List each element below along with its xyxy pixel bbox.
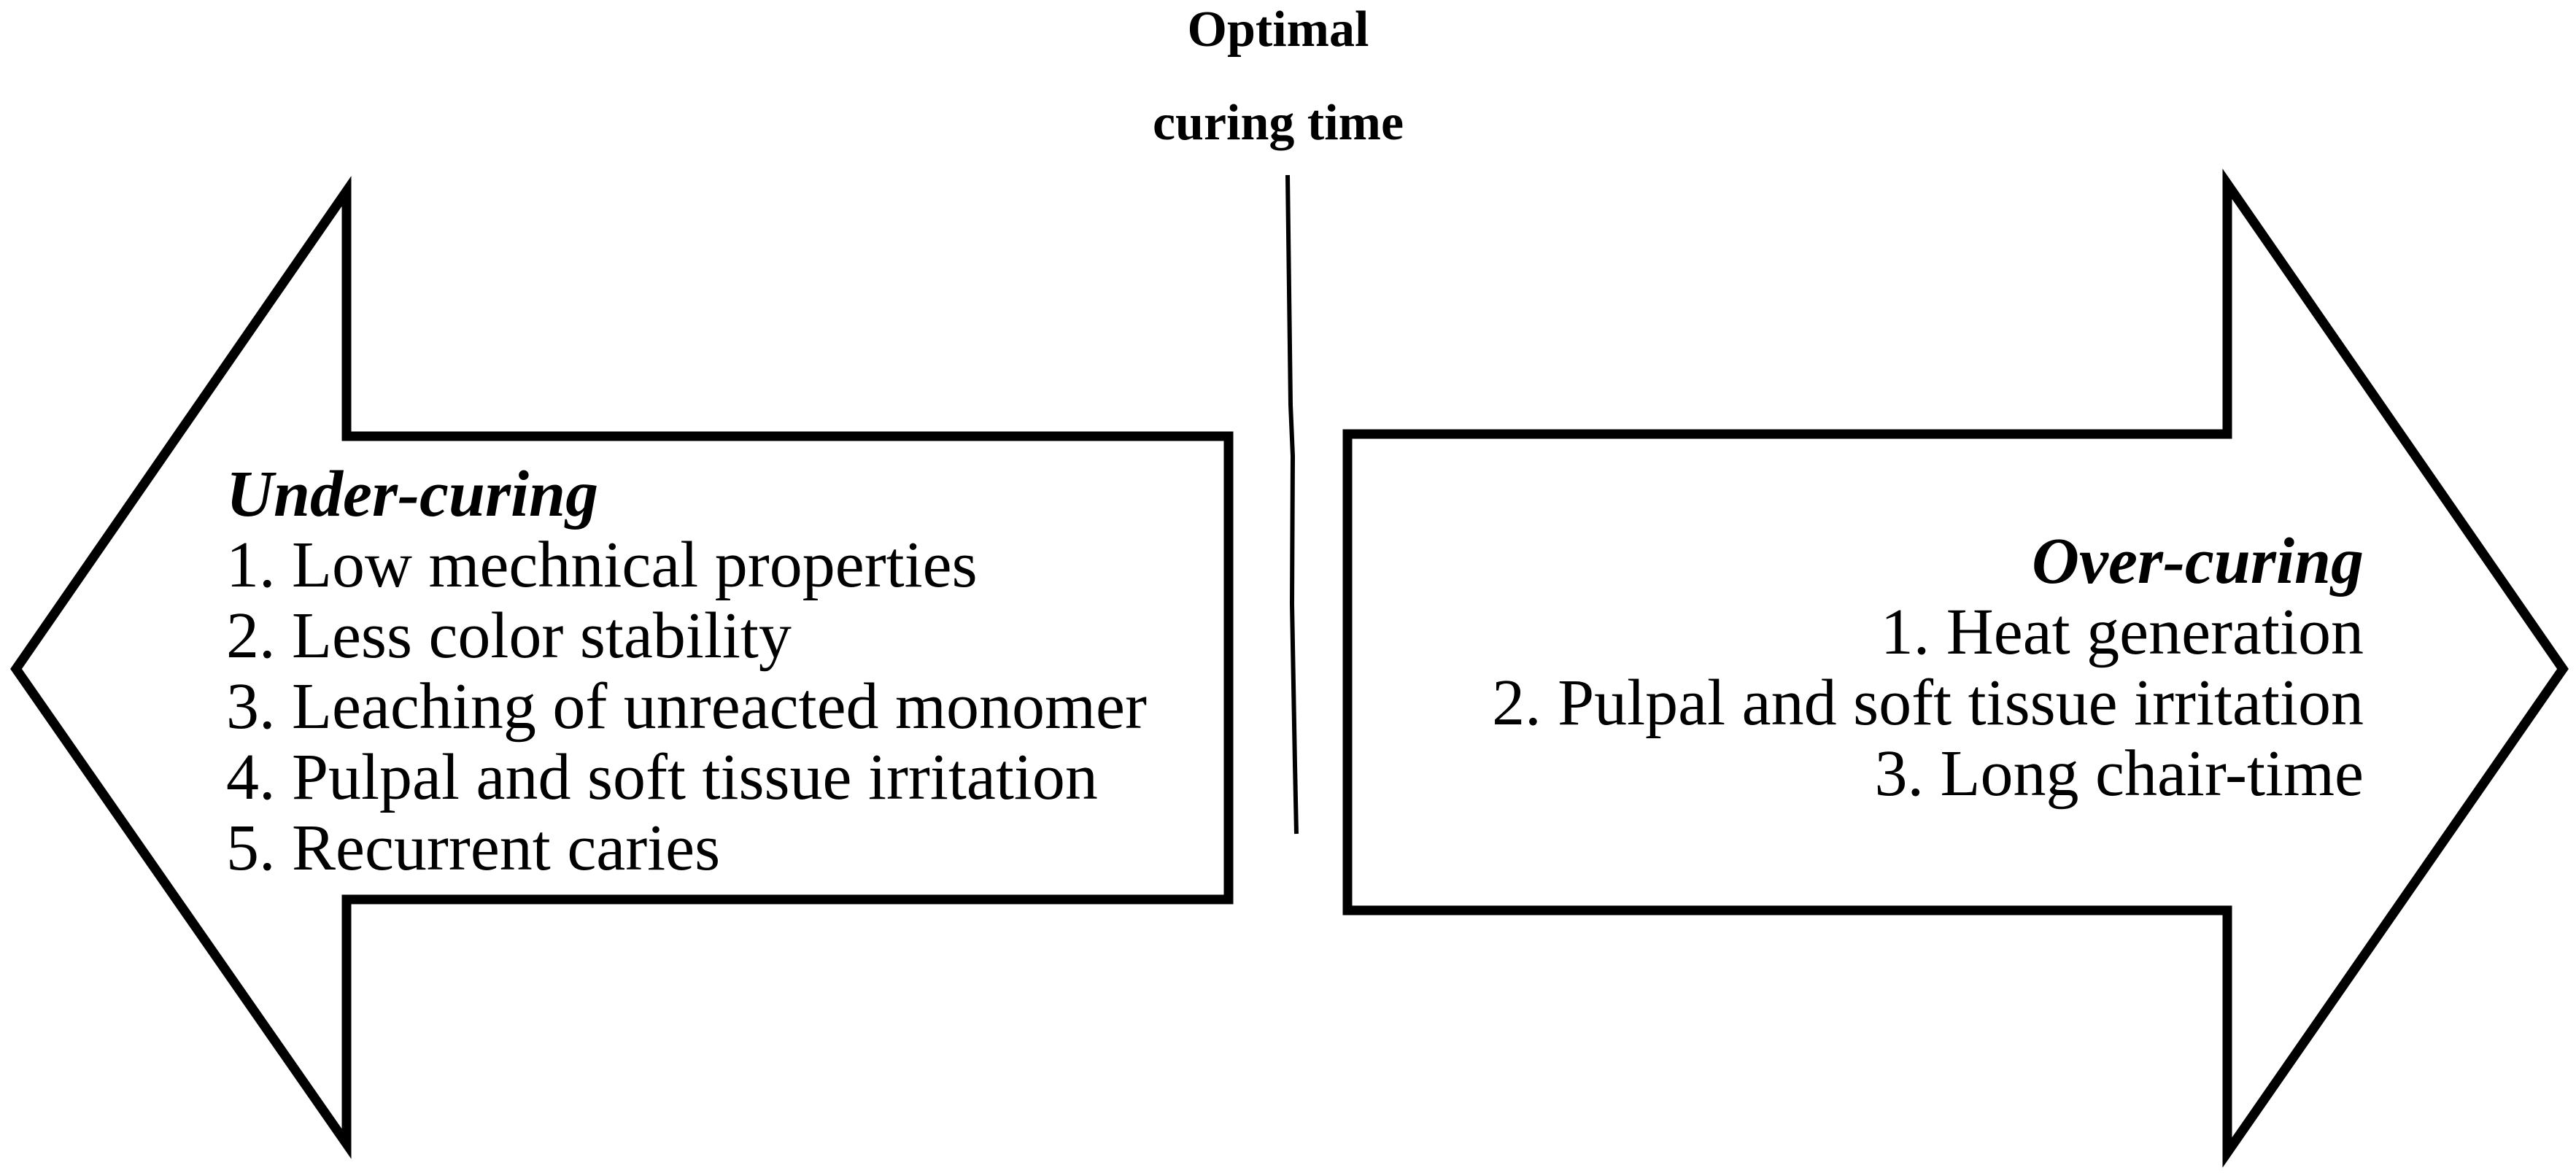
optimal-label-line2: curing time xyxy=(1152,95,1404,151)
under-curing-item-3: 3. Leaching of unreacted monomer xyxy=(226,670,1147,743)
under-curing-block: Under-curing 1. Low mechnical properties… xyxy=(226,459,1147,883)
optimal-label-line1: Optimal xyxy=(1187,1,1369,58)
under-curing-heading: Under-curing xyxy=(226,458,599,530)
under-curing-item-1: 1. Low mechnical properties xyxy=(226,529,978,601)
over-curing-block: Over-curing 1. Heat generation 2. Pulpal… xyxy=(1492,526,2364,809)
optimal-divider-line xyxy=(1285,174,1299,835)
over-curing-item-1: 1. Heat generation xyxy=(1880,596,2364,668)
under-curing-item-2: 2. Less color stability xyxy=(226,600,792,672)
over-curing-item-3: 3. Long chair-time xyxy=(1874,738,2364,810)
right-arrow-shape xyxy=(1342,169,2569,1168)
under-curing-item-4: 4. Pulpal and soft tissue irritation xyxy=(226,741,1098,813)
over-curing-item-2: 2. Pulpal and soft tissue irritation xyxy=(1492,667,2364,739)
under-curing-item-5: 5. Recurrent caries xyxy=(226,812,721,884)
left-arrow-shape xyxy=(10,176,1234,1159)
over-curing-heading: Over-curing xyxy=(2032,525,2364,597)
